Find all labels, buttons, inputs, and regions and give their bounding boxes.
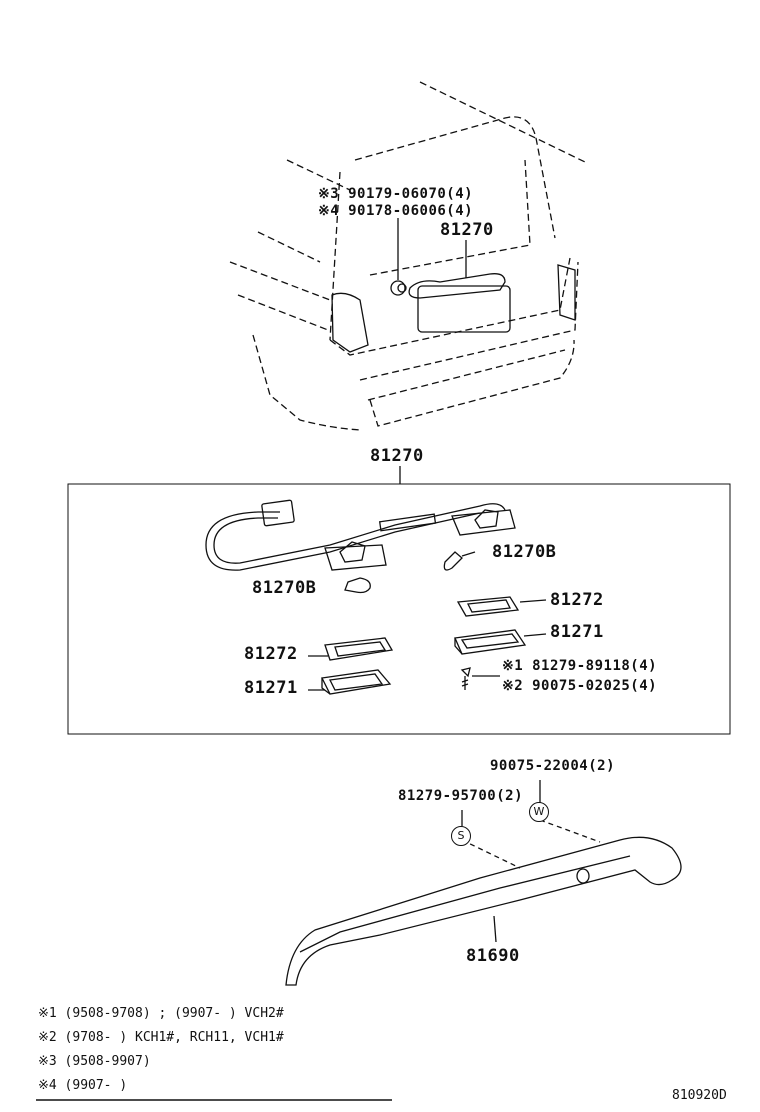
- spoiler-leader: [493, 915, 497, 943]
- housing-right-shape: [454, 629, 527, 655]
- lens-left-shape: [324, 637, 394, 661]
- detail-header-label: 81270: [370, 446, 424, 466]
- lens-right-label: 81272: [550, 590, 604, 610]
- vehicle-solid-details: [331, 218, 576, 353]
- symbol-s-icon: S: [451, 826, 471, 846]
- housing-right-label: 81271: [550, 622, 604, 642]
- bolt-label-3: ※3 90179-06070(4): [318, 186, 474, 202]
- screw-label-2: ※2 90075-02025(4): [502, 678, 658, 694]
- note-1: ※1 (9508-9708) ; (9907- ) VCH2#: [38, 1006, 284, 1021]
- fastener-w-label: 90075-22004(2): [490, 758, 616, 774]
- fastener-w-leader: [539, 819, 601, 843]
- spoiler-shape: [285, 836, 682, 986]
- lens-right-shape: [456, 596, 520, 617]
- bolt-label-4: ※4 90178-06006(4): [318, 203, 474, 219]
- fastener-s-leader: [461, 839, 521, 869]
- wire-harness: [205, 499, 506, 571]
- lens-left-label: 81272: [244, 644, 298, 664]
- lamp-assy-label: 81270: [440, 220, 494, 240]
- socket-right: [451, 509, 516, 536]
- note-3: ※3 (9508-9907): [38, 1054, 151, 1069]
- screw-shape: [460, 667, 471, 690]
- spoiler-label: 81690: [466, 946, 520, 966]
- screw-label-1: ※1 81279-89118(4): [502, 658, 658, 674]
- socket-left: [324, 541, 387, 571]
- housing-left-label: 81271: [244, 678, 298, 698]
- fastener-s-label: 81279-95700(2): [398, 788, 524, 804]
- bulb-right-shape: [443, 551, 476, 571]
- symbol-w-icon: W: [529, 802, 549, 822]
- figure-code: 810920D: [672, 1088, 727, 1103]
- note-4: ※4 (9907- ): [38, 1078, 128, 1093]
- housing-left-shape: [321, 669, 392, 695]
- detail-box-frame: [67, 483, 731, 735]
- vehicle-rear-outline: [229, 81, 586, 431]
- bulb-left-shape: [344, 577, 371, 594]
- note-2: ※2 (9708- ) KCH1#, RCH11, VCH1#: [38, 1030, 284, 1045]
- bulb-left-label: 81270B: [252, 578, 317, 598]
- bulb-right-label: 81270B: [492, 542, 557, 562]
